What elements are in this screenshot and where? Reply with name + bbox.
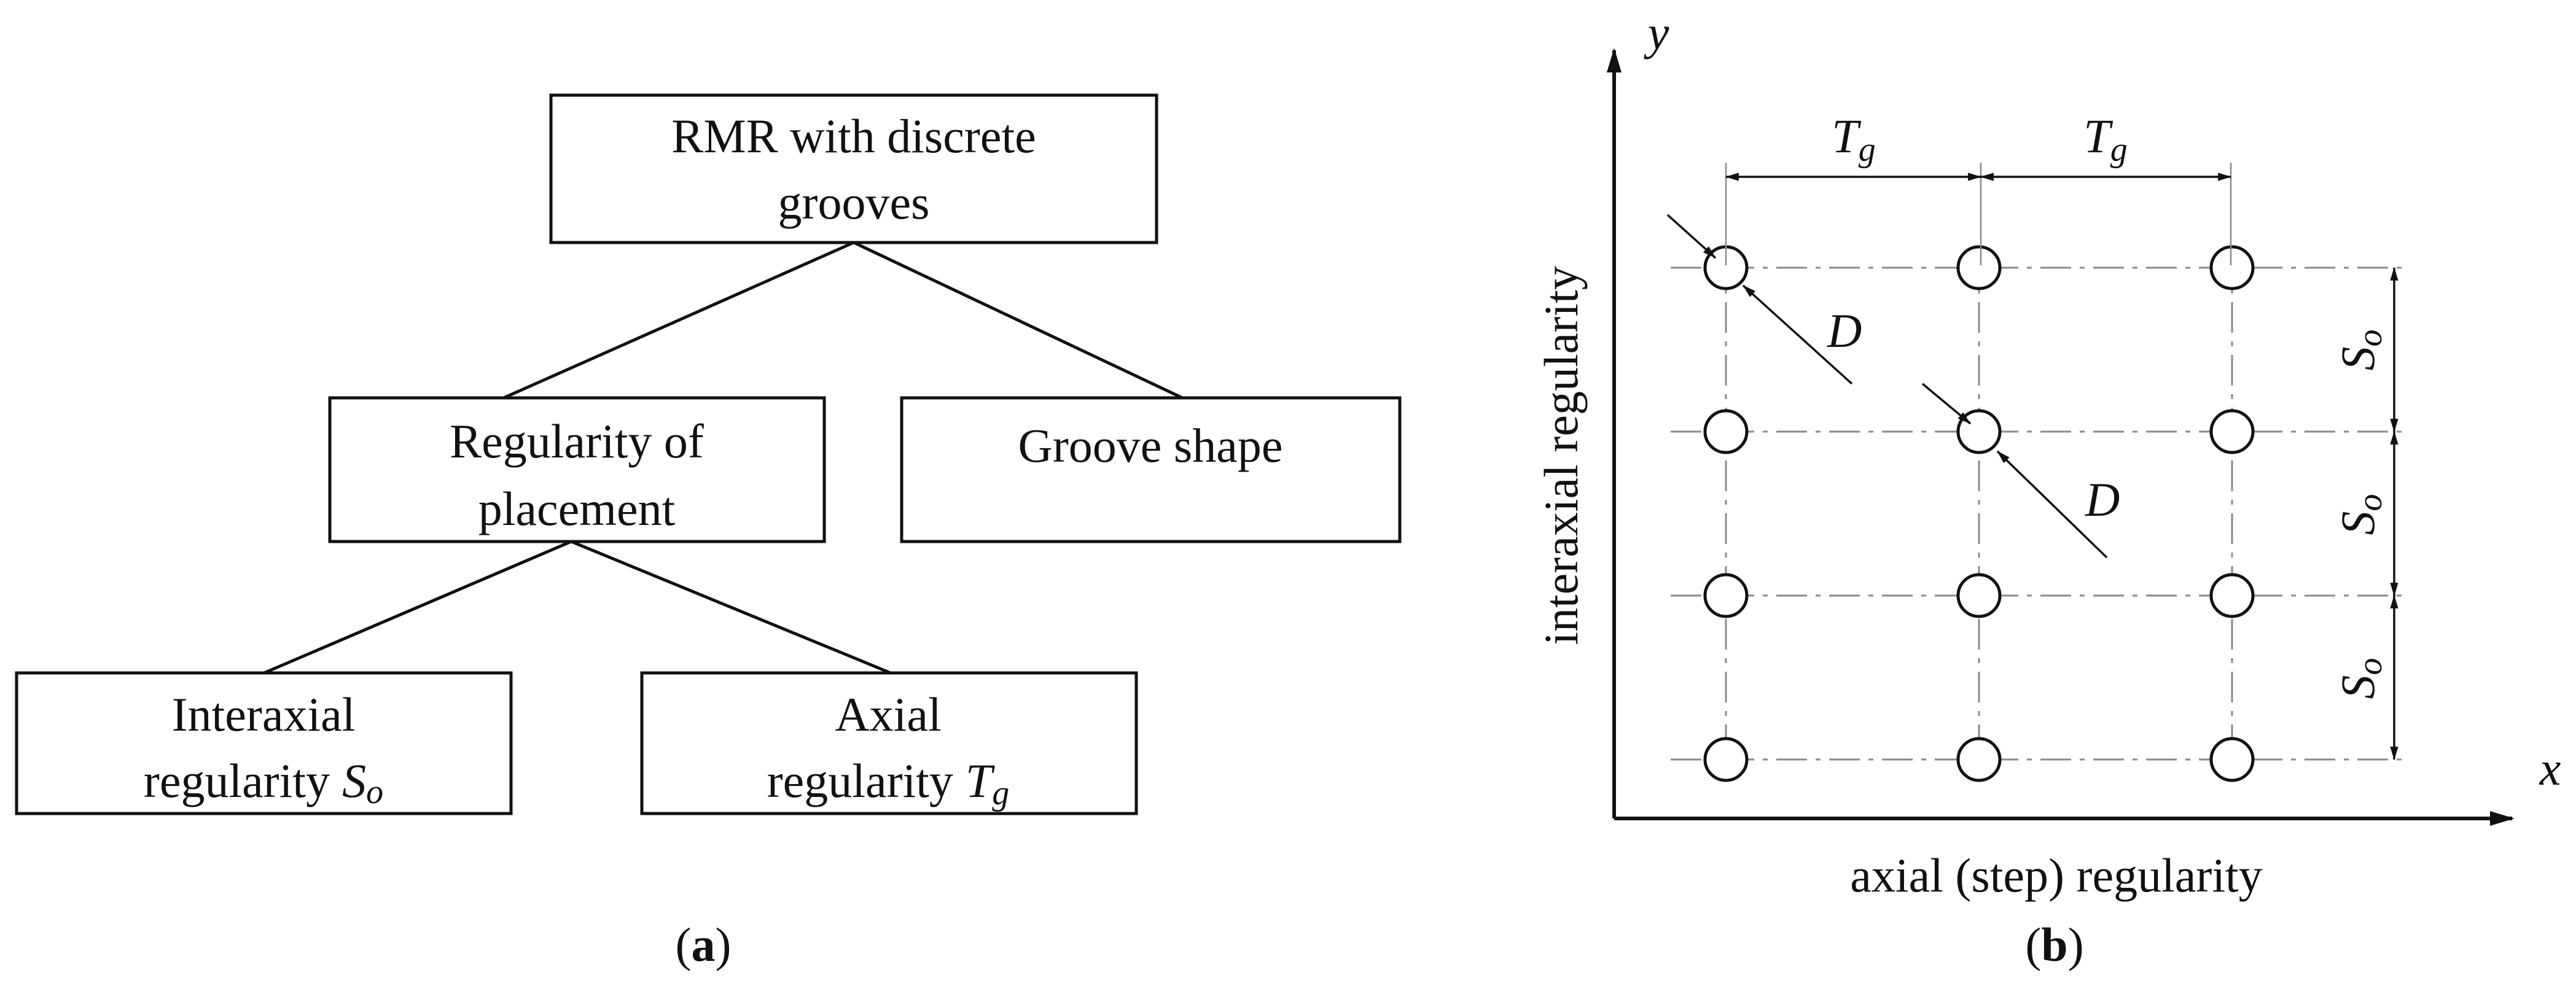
dimension-axial-pitch: Tg Tg [1725,109,2232,265]
panel-a-letter: a [692,918,716,971]
groove-hole [2209,737,2255,782]
dim-tg-1-sub: g [1859,131,1876,169]
dimension-interaxial-pitch: So So So [2331,266,2398,761]
dim-label-so-3: So [2331,658,2389,699]
dim-label-so-1: So [2331,330,2389,371]
diameter-leader-3 [1921,383,1972,425]
panel-b-letter: b [2041,918,2067,971]
x-axis-description: axial (step) regularity [1850,849,2262,902]
dim-tg-2-sym: T [2083,109,2113,163]
diameter-label-1: D [1827,304,1862,357]
y-axis-label: y [1644,6,1669,60]
panel-a-close: ) [716,918,732,971]
node-placement: Regularity of placement [328,396,826,543]
groove-hole [1956,409,2002,454]
node-interaxial-sym: S [342,754,366,807]
x-axis-label: x [2539,742,2561,795]
diameter-leader-4 [1996,450,2108,559]
node-root-line1: RMR with discrete [671,109,1036,163]
node-interaxial-word: regularity [144,754,330,807]
edge-root-shape [853,241,1184,400]
tree-diagram: RMR with discrete grooves Regularity of … [15,93,1402,815]
grid-center-lines [1671,249,2410,781]
diameter-leader-1 [1666,214,1717,259]
panel-a-open: ( [676,918,692,971]
panel-label-b: (b) [2025,918,2083,971]
groove-hole [1703,737,1749,782]
panel-label-a: (a) [676,918,732,971]
groove-hole [1703,409,1749,454]
panel-b-open: ( [2025,918,2041,971]
node-root-line2: grooves [778,176,930,229]
node-shape: Groove shape [900,396,1402,543]
node-interaxial-sub: o [366,773,383,811]
dim-label-tg-2: Tg [2083,109,2127,169]
node-placement-line2: placement [478,482,676,535]
dim-so-2-sub: o [2351,494,2389,511]
panel-b-close: ) [2068,918,2084,971]
edge-root-placement [502,241,855,400]
dim-label-so-2: So [2331,494,2389,535]
dim-tg-1-sym: T [1832,109,1861,163]
y-axis-description: interaxial regularity [1534,266,1588,645]
dim-so-3-sub: o [2351,658,2389,675]
node-axial-sym: T [966,754,995,807]
node-shape-label: Groove shape [1018,419,1282,472]
dim-so-1-sym: S [2331,347,2384,371]
node-interaxial-line1: Interaxial [172,688,356,741]
dimension-diameter: D D [1666,214,2120,559]
node-axial-line1: Axial [835,688,941,741]
groove-hole [2209,409,2255,454]
edge-placement-interaxial [263,540,572,675]
edge-placement-axial [571,540,891,675]
node-placement-line1: Regularity of [450,414,704,468]
groove-hole [1703,573,1749,618]
dim-label-tg-1: Tg [1832,109,1875,169]
node-root: RMR with discrete grooves [549,93,1158,244]
diameter-label-2: D [2085,473,2120,526]
groove-hole [1956,737,2002,782]
groove-hole [2209,245,2255,290]
node-axial-word: regularity [767,754,953,807]
node-axial-sub: g [992,774,1009,812]
dim-so-2-sym: S [2331,511,2384,535]
grid-diagram: y x axial (step) regularity interaxial r… [1534,6,2561,902]
groove-hole [2209,573,2255,618]
dim-so-3-sym: S [2331,675,2384,699]
dim-tg-2-sub: g [2110,131,2128,169]
diameter-leader-2 [1742,284,1853,385]
groove-hole [1956,245,2002,290]
dim-so-1-sub: o [2351,330,2389,347]
groove-hole [1956,573,2002,618]
